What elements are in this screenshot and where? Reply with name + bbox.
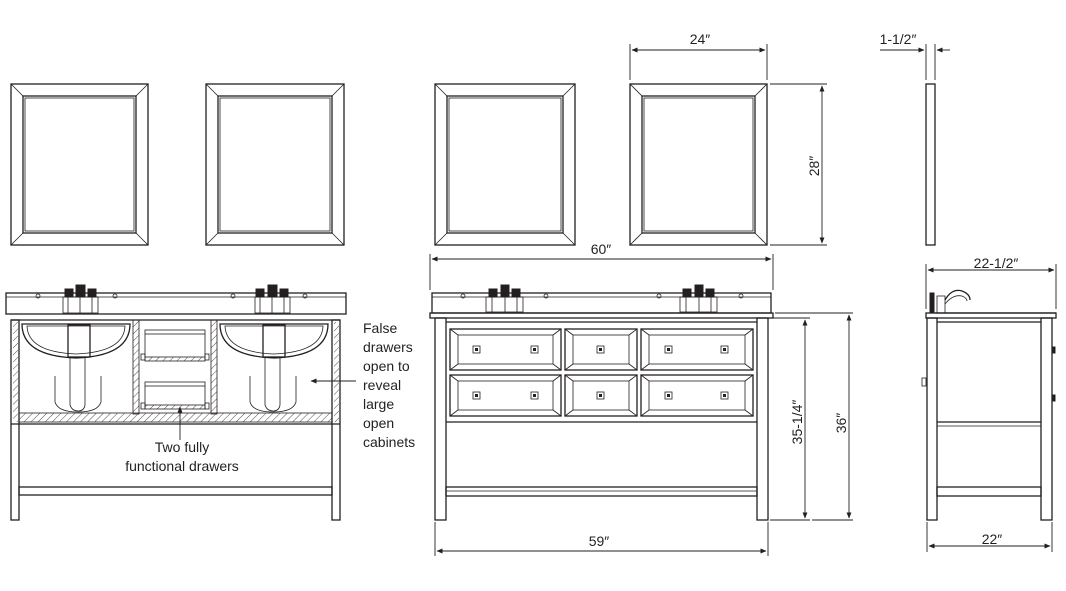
base-width-label: 59″ [589, 533, 610, 549]
front-drawer [564, 328, 638, 371]
mirror-front-right-section [205, 83, 345, 246]
mirror-front-left [434, 83, 576, 246]
front-drawer [449, 328, 562, 371]
vanity-section-view [5, 284, 347, 521]
top-depth-label: 22-1/2″ [974, 255, 1019, 271]
side-faucet [929, 289, 971, 314]
mirror-depth-label: 1-1/2″ [880, 31, 917, 47]
top-depth-dimension: 22-1/2″ [925, 255, 1057, 309]
base-depth-label: 22″ [982, 531, 1003, 547]
front-faucet-left [485, 284, 524, 313]
overall-height-label: 36″ [833, 413, 849, 434]
mirror-width-dimension: 24″ [629, 31, 768, 80]
false-drawers-note-line-5: large [363, 396, 394, 412]
false-drawers-note-line-7: cabinets [363, 434, 415, 450]
mirror-height-dimension: 28″ [770, 83, 827, 246]
cabinet-height-dimension: 35-1/4″ [770, 317, 810, 521]
front-drawer [564, 374, 638, 417]
base-depth-dimension: 22″ [926, 522, 1053, 552]
front-drawer [640, 374, 754, 417]
mirror-depth-dimension: 1-1/2″ [880, 31, 950, 80]
overall-height-dimension: 36″ [775, 312, 853, 521]
false-drawers-note-line-2: drawers [363, 339, 413, 355]
cabinet-height-label: 35-1/4″ [789, 400, 805, 445]
front-drawer-bank [449, 328, 754, 417]
false-drawers-note-line-6: open [363, 415, 394, 431]
false-drawers-note: False drawers open to reveal large open … [310, 320, 415, 450]
false-drawers-note-line-3: open to [363, 358, 410, 374]
top-width-label: 60″ [591, 241, 612, 257]
mirror-width-label: 24″ [690, 31, 711, 47]
front-faucet-right [679, 284, 718, 313]
drawers-note-line-2: functional drawers [125, 458, 239, 474]
vanity-front-view [429, 284, 774, 521]
drawers-note: Two fully functional drawers [125, 406, 239, 474]
vanity-side-view [921, 289, 1057, 521]
top-width-dimension: 60″ [429, 241, 774, 290]
faucet-right [254, 284, 291, 314]
faucet-left [62, 284, 99, 314]
false-drawers-note-line-1: False [363, 320, 397, 336]
mirror-height-label: 28″ [806, 156, 822, 177]
drawers-note-line-1: Two fully [155, 439, 209, 455]
false-drawers-note-line-4: reveal [363, 377, 401, 393]
mirror-side [925, 83, 936, 246]
front-drawer [640, 328, 754, 371]
front-drawer [449, 374, 562, 417]
mirror-front-left-section [10, 83, 149, 246]
mirror-front-right [629, 83, 768, 246]
base-width-dimension: 59″ [434, 522, 769, 556]
